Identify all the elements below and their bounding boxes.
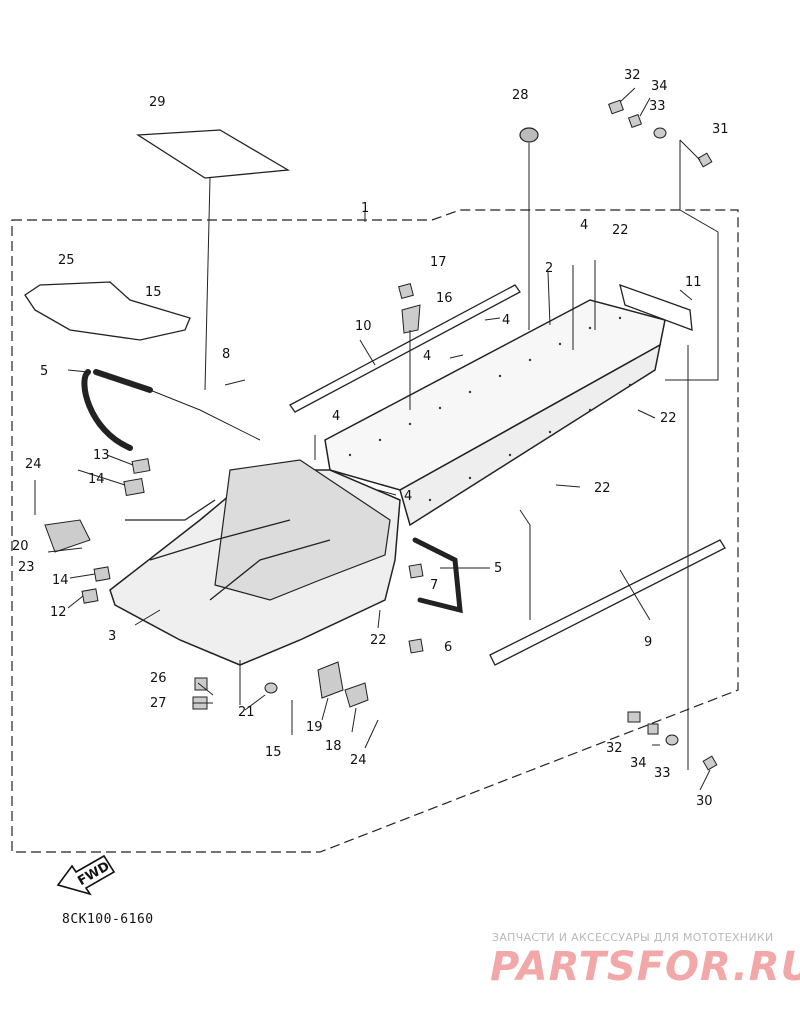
callout-27: 27: [150, 696, 167, 711]
callout-1: 1: [361, 201, 369, 216]
callout-12: 12: [50, 605, 67, 620]
callout-11: 11: [685, 275, 702, 290]
callout-19: 19: [306, 720, 323, 735]
callout-32a: 32: [624, 68, 641, 83]
callout-32b: 32: [606, 741, 623, 756]
callout-2: 2: [545, 261, 553, 276]
callout-33b: 33: [654, 766, 671, 781]
callout-13: 13: [93, 448, 110, 463]
callout-22d: 22: [370, 633, 387, 648]
leader-lines: [34, 87, 719, 791]
callout-14b: 14: [52, 573, 69, 588]
callout-26: 26: [150, 671, 167, 686]
callout-21: 21: [238, 705, 255, 720]
callout-24a: 24: [25, 457, 42, 472]
callout-7: 7: [430, 578, 438, 593]
callout-25: 25: [58, 253, 75, 268]
fwd-arrow: FWD: [56, 854, 116, 896]
callout-4c: 4: [423, 349, 431, 364]
rail-10: [289, 284, 521, 413]
watermark-tagline: ЗАПЧАСТИ И АКСЕССУАРЫ ДЛЯ МОТОТЕХНИКИ: [492, 931, 774, 944]
callout-10: 10: [355, 319, 372, 334]
callout-16: 16: [436, 291, 453, 306]
bar-5-right: [412, 537, 463, 614]
callout-labels: 1 2 3 4 4 4 4 4 5 5 6 7 8 9 10 11 12 13 …: [12, 68, 729, 809]
part-code: 8CK100-6160: [62, 912, 154, 927]
callout-31: 31: [712, 122, 729, 137]
front-frame-detail: [214, 459, 391, 601]
callout-24b: 24: [350, 753, 367, 768]
assembly-boundary: [11, 209, 739, 853]
callout-4e: 4: [404, 489, 412, 504]
rail-11: [619, 283, 693, 331]
frame-brace: [125, 499, 331, 601]
callout-34b: 34: [630, 756, 647, 771]
callout-4d: 4: [332, 409, 340, 424]
rail-9: [489, 539, 726, 666]
callout-29: 29: [149, 95, 166, 110]
bar-5-left: [81, 369, 153, 451]
callout-14a: 14: [88, 472, 105, 487]
callout-17: 17: [430, 255, 447, 270]
handle-bar: [24, 281, 191, 341]
callout-8: 8: [222, 347, 230, 362]
callout-4a: 4: [580, 218, 588, 233]
tunnel-rivets: [348, 316, 632, 502]
callout-28: 28: [512, 88, 529, 103]
callout-9: 9: [644, 635, 652, 650]
cover-plate: [135, 129, 291, 179]
callout-34a: 34: [651, 79, 668, 94]
callout-22a: 22: [612, 223, 629, 238]
callout-22b: 22: [660, 411, 677, 426]
callout-20: 20: [12, 539, 29, 554]
callout-15a: 15: [145, 285, 162, 300]
callout-3: 3: [108, 629, 116, 644]
callout-33a: 33: [649, 99, 666, 114]
callout-23: 23: [18, 560, 35, 575]
callout-22c: 22: [594, 481, 611, 496]
watermark-logo[interactable]: PARTSFOR.RU: [490, 944, 800, 990]
tunnel-body-side: [399, 343, 662, 527]
callout-5b: 5: [494, 561, 502, 576]
callout-30: 30: [696, 794, 713, 809]
callout-15b: 15: [265, 745, 282, 760]
callout-5a: 5: [40, 364, 48, 379]
callout-6: 6: [444, 640, 452, 655]
callout-4b: 4: [502, 313, 510, 328]
cap-28: [519, 127, 539, 143]
callout-18: 18: [325, 739, 342, 754]
